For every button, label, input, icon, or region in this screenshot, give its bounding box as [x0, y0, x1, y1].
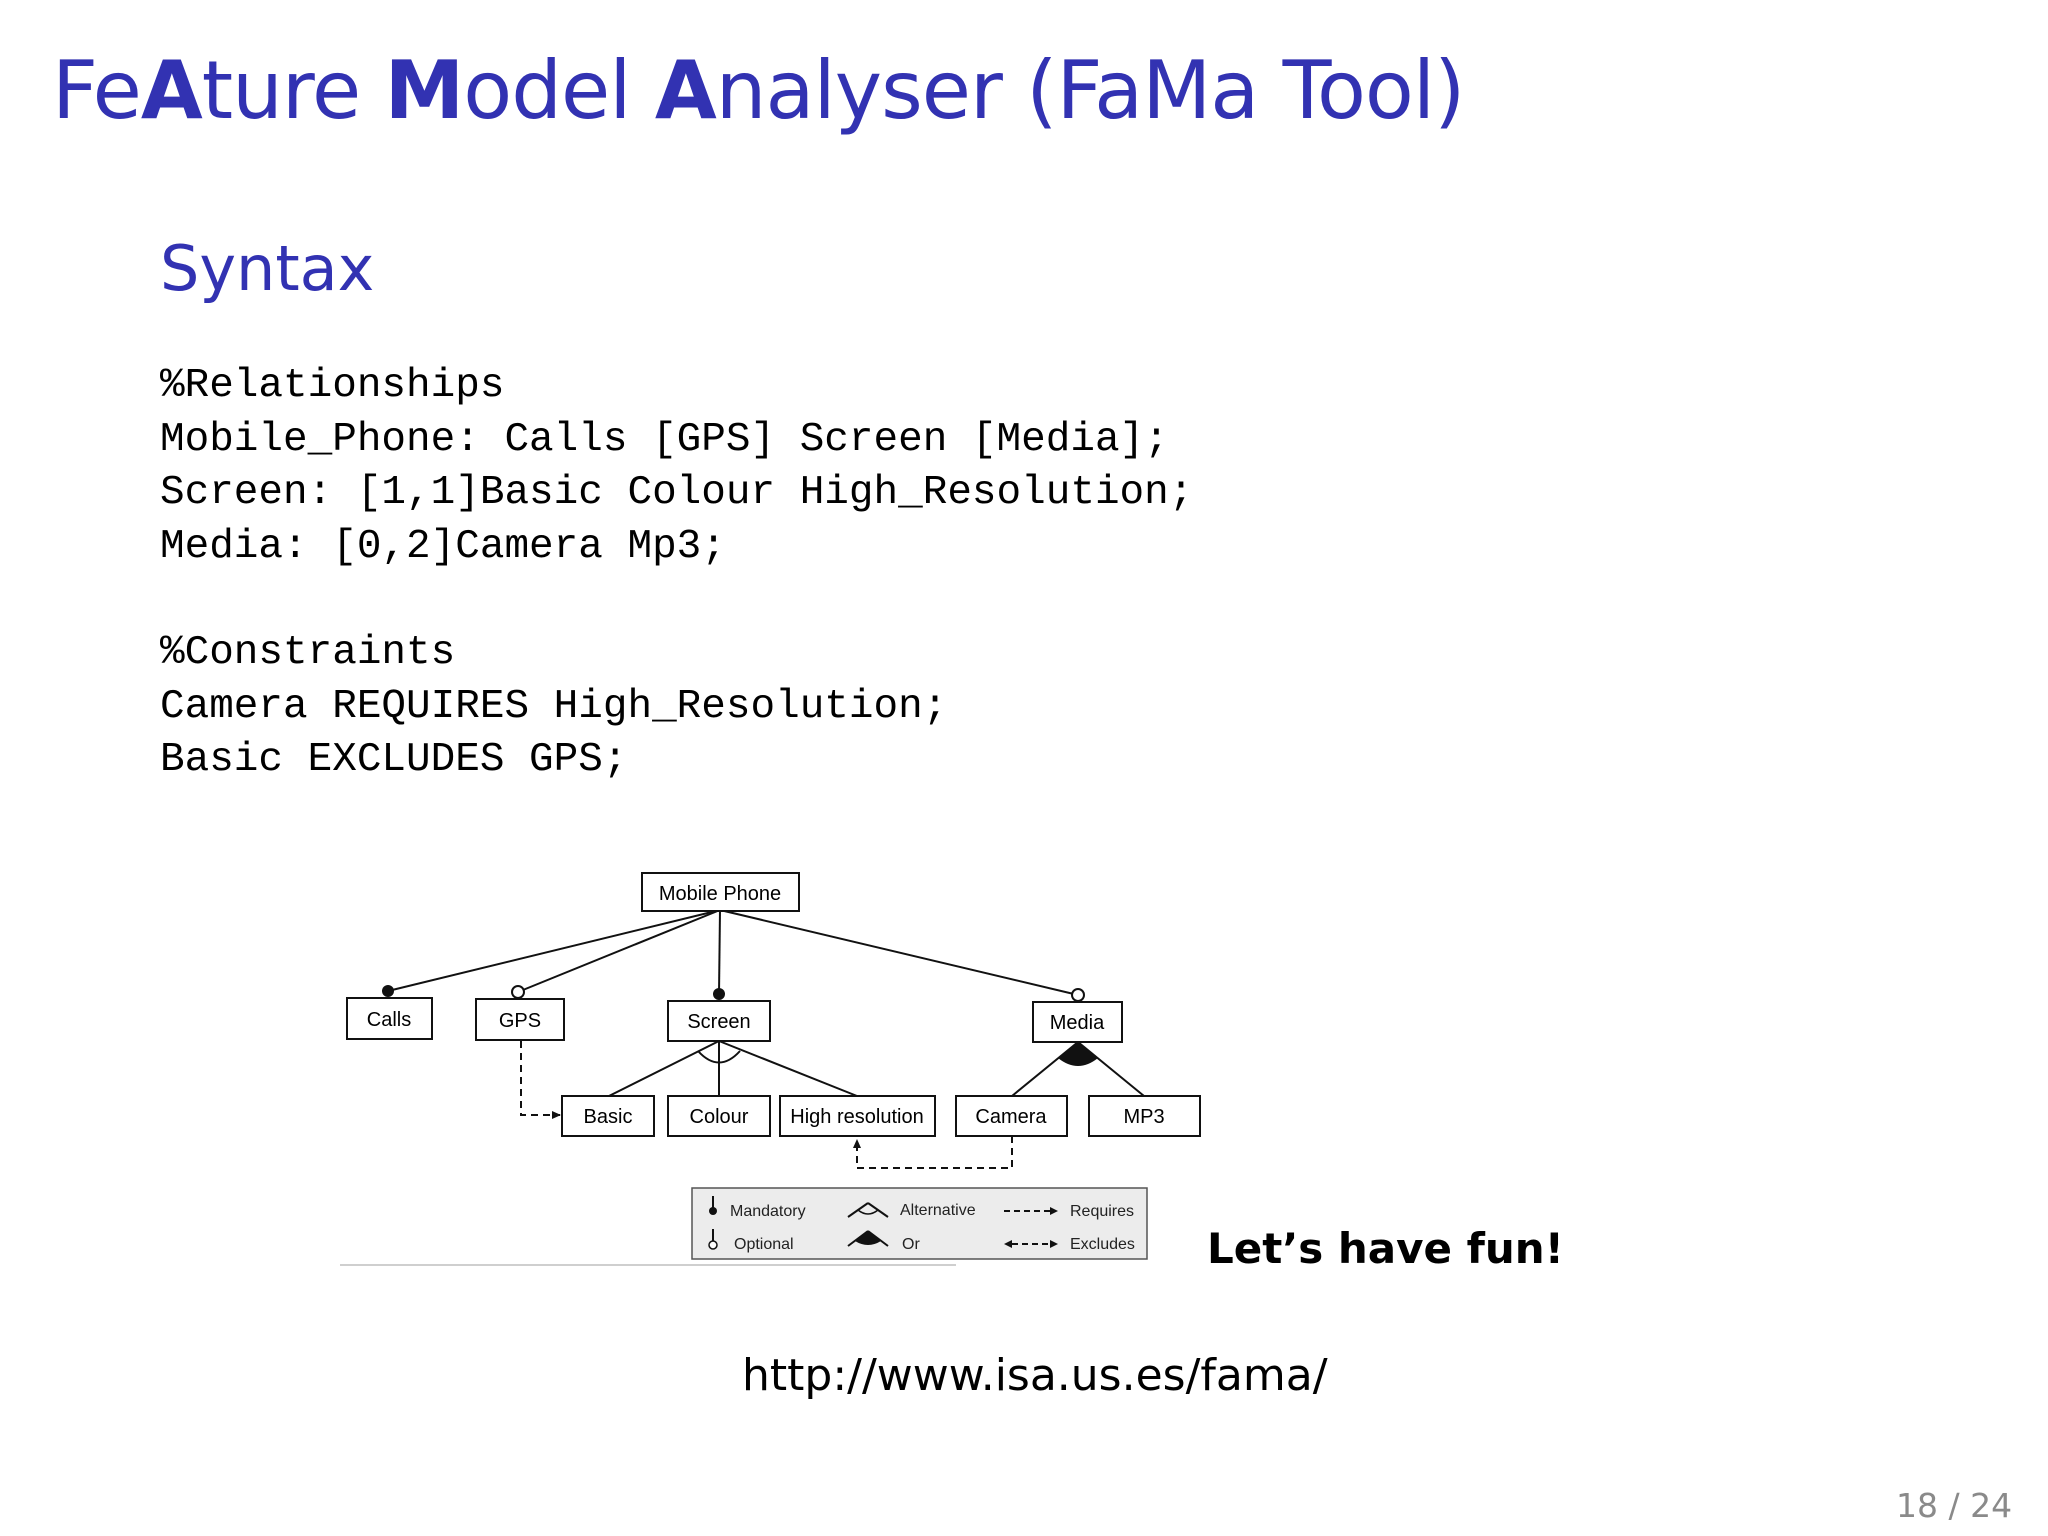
- code-line: Media: [0,2]Camera Mp3;: [160, 523, 726, 570]
- title-part: Fe: [52, 44, 142, 137]
- title-part: ture: [201, 44, 385, 137]
- mandatory-dot-calls: [382, 985, 394, 997]
- optional-legend-icon: [708, 1229, 718, 1250]
- diagram-legend: Mandatory Optional Alternative Or Requir…: [691, 1187, 1148, 1260]
- section-heading: Syntax: [160, 232, 375, 305]
- svg-text:Calls: Calls: [367, 1009, 411, 1031]
- title-part: nalyser (FaMa Tool): [715, 44, 1465, 137]
- code-line: %Relationships: [160, 363, 505, 409]
- node-calls: Calls: [346, 997, 433, 1040]
- edge-screen-basic: [608, 1040, 720, 1097]
- svg-text:Excludes: Excludes: [1070, 1236, 1135, 1253]
- svg-text:Mobile Phone: Mobile Phone: [659, 883, 781, 905]
- edge-phone-media: [719, 909, 1079, 996]
- alternative-legend-icon: [847, 1202, 889, 1218]
- excludes-legend-icon: [1004, 1240, 1058, 1248]
- title-part: M: [384, 44, 465, 137]
- edge-phone-gps: [517, 909, 721, 993]
- svg-text:Colour: Colour: [690, 1106, 749, 1128]
- edge-screen-highres: [718, 1040, 858, 1097]
- svg-text:Basic: Basic: [584, 1106, 633, 1128]
- slide-title: FeAture Model Analyser (FaMa Tool): [52, 44, 1465, 137]
- requires-arrow: [853, 1136, 1013, 1169]
- or-legend-icon: [847, 1230, 889, 1247]
- title-part: A: [654, 44, 717, 137]
- svg-text:Camera: Camera: [975, 1106, 1047, 1128]
- excludes-arrow: [517, 1033, 561, 1119]
- svg-text:High resolution: High resolution: [790, 1106, 923, 1128]
- node-colour: Colour: [667, 1095, 771, 1137]
- alternative-arc: [697, 1050, 741, 1064]
- node-gps: GPS: [475, 998, 565, 1041]
- code-line: Camera REQUIRES High_Resolution;: [160, 683, 948, 730]
- title-part: A: [140, 44, 203, 137]
- svg-text:MP3: MP3: [1123, 1106, 1164, 1128]
- mandatory-legend-icon: [709, 1196, 717, 1215]
- code-line: Basic EXCLUDES GPS;: [160, 737, 628, 783]
- svg-text:Mandatory: Mandatory: [730, 1203, 806, 1220]
- code-line: Mobile_Phone: Calls [GPS] Screen [Media]…: [160, 416, 1169, 463]
- svg-text:Optional: Optional: [734, 1236, 794, 1253]
- edge-phone-calls: [387, 909, 721, 992]
- mandatory-dot-screen: [713, 988, 725, 1000]
- svg-text:Alternative: Alternative: [900, 1202, 976, 1219]
- svg-text:Or: Or: [902, 1236, 920, 1253]
- page-number: 18 / 24: [1896, 1486, 2013, 1525]
- svg-text:Screen: Screen: [687, 1011, 750, 1033]
- node-high-resolution: High resolution: [779, 1095, 936, 1137]
- edge-phone-screen: [718, 909, 721, 995]
- requires-legend-icon: [1004, 1207, 1058, 1215]
- feature-model-diagram: Mobile Phone Calls GPS Screen Media Basi…: [340, 872, 1201, 1266]
- code-line: %Constraints: [160, 630, 456, 676]
- or-filled-arc: [1058, 1042, 1098, 1066]
- node-mobile-phone: Mobile Phone: [641, 872, 800, 912]
- node-screen: Screen: [667, 1000, 771, 1042]
- optional-dot-gps: [511, 985, 525, 999]
- svg-text:Requires: Requires: [1070, 1203, 1134, 1220]
- project-url-link[interactable]: http://www.isa.us.es/fama/: [742, 1350, 1328, 1401]
- fun-caption: Let’s have fun!: [1207, 1224, 1564, 1273]
- svg-text:GPS: GPS: [499, 1010, 541, 1032]
- code-line: Screen: [1,1]Basic Colour High_Resolutio…: [160, 470, 1194, 516]
- optional-dot-media: [1071, 988, 1085, 1002]
- node-media: Media: [1032, 1001, 1123, 1043]
- node-camera: Camera: [955, 1095, 1068, 1137]
- title-part: odel: [463, 44, 655, 137]
- svg-text:Media: Media: [1050, 1012, 1105, 1034]
- node-mp3: MP3: [1088, 1095, 1201, 1137]
- node-basic: Basic: [561, 1095, 655, 1137]
